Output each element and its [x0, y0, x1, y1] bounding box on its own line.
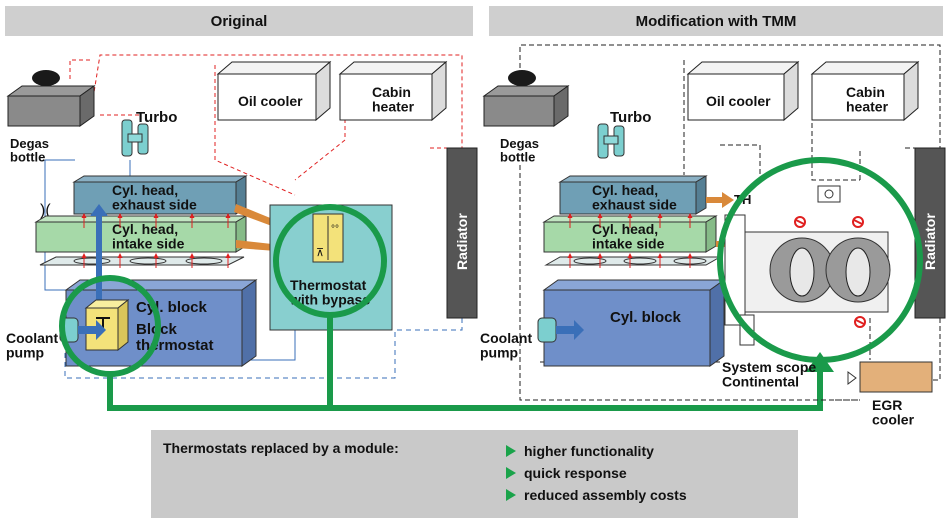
label-block: Cyl. block: [136, 299, 208, 316]
cyl-head-exhaust: [558, 175, 708, 215]
tmm-module: [724, 185, 891, 346]
label-head-exhaust: Cyl. head,exhaust side: [112, 182, 197, 213]
replacement-arrow: [107, 315, 823, 411]
degas-bottle: [6, 70, 96, 127]
degas-bottle: [482, 70, 570, 127]
block-thermostat-icon: [84, 298, 130, 352]
label-block-right: Cyl. block: [610, 309, 682, 326]
label-head-intake-right: Cyl. head,intake side: [592, 221, 665, 252]
label-oil-cooler-right: Oil cooler: [706, 93, 771, 109]
turbo-icon: [597, 123, 625, 159]
triangle-bullet-icon: [506, 467, 516, 479]
bypass-symbol: )(: [40, 202, 51, 219]
benefit-item: higher functionality: [506, 440, 687, 462]
label-head-intake: Cyl. head,intake side: [112, 221, 185, 252]
benefit-label: higher functionality: [524, 443, 654, 459]
svg-text:⊼: ⊼: [316, 247, 324, 259]
egr-cooler-box: [859, 361, 933, 393]
label-turbo-right: Turbo: [610, 109, 651, 126]
benefit-label: reduced assembly costs: [524, 487, 687, 503]
highlight-circle-tmm: [717, 157, 923, 363]
bypass-thermostat-icon: °° ⊼: [312, 213, 344, 263]
label-radiator-right: Radiator: [922, 213, 938, 270]
head-gasket: [39, 256, 245, 266]
flow-arrows-up: [81, 213, 231, 268]
cabin-heater-box: [810, 60, 920, 122]
triangle-bullet-icon: [506, 445, 516, 457]
head-gasket: [544, 256, 722, 266]
benefit-list: higher functionality quick response redu…: [506, 440, 687, 506]
coolant-lines-hot: [69, 54, 463, 196]
benefit-label: quick response: [524, 465, 627, 481]
benefit-item: quick response: [506, 462, 687, 484]
egr-arrow: [847, 371, 857, 385]
label-radiator: Radiator: [454, 213, 470, 270]
benefit-item: reduced assembly costs: [506, 484, 687, 506]
oil-cooler-box: [216, 60, 332, 122]
triangle-bullet-icon: [506, 489, 516, 501]
cyl-head-intake: [542, 215, 718, 253]
header-modification: Modification with TMM: [489, 6, 943, 36]
oil-cooler-box: [686, 60, 800, 122]
flow-arrow-vertical: [90, 204, 108, 324]
turbo-icon: [121, 119, 149, 157]
radiator-bar: [914, 147, 946, 319]
svg-text:°°: °°: [331, 224, 339, 235]
label-head-exhaust-right: Cyl. head,exhaust side: [592, 182, 677, 213]
label-oil-cooler: Oil cooler: [238, 93, 303, 109]
header-original: Original: [5, 6, 473, 36]
summary-title: Thermostats replaced by a module:: [163, 440, 399, 456]
radiator-bar: [446, 147, 478, 319]
label-turbo: Turbo: [136, 109, 177, 126]
coolant-lines-radiator-return: [64, 318, 463, 379]
summary-box: Thermostats replaced by a module: higher…: [151, 430, 798, 518]
cabin-heater-box: [338, 60, 448, 122]
flow-arrows-up: [567, 213, 693, 268]
coolant-pump-icon: [537, 317, 584, 343]
